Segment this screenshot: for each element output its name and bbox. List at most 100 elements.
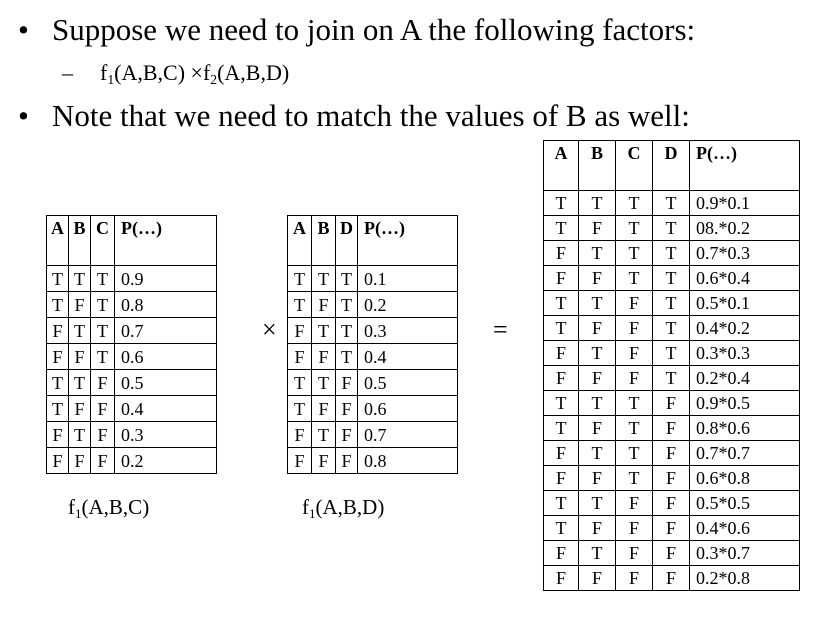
truth-value-cell: F	[543, 240, 579, 266]
probability-cell: 0.4*0.6	[689, 515, 800, 541]
truth-value-cell: F	[615, 540, 653, 566]
truth-value-cell: T	[68, 421, 91, 448]
column-header: D	[335, 215, 358, 266]
probability-cell: 0.2	[114, 447, 217, 474]
truth-value-cell: T	[90, 291, 115, 318]
column-header: B	[311, 215, 336, 266]
truth-value-cell: T	[615, 215, 653, 241]
truth-value-cell: F	[578, 215, 616, 241]
truth-value-cell: T	[652, 340, 690, 366]
truth-value-cell: T	[287, 369, 312, 396]
probability-cell: 0.6	[114, 343, 217, 370]
truth-value-cell: F	[578, 265, 616, 291]
probability-cell: 0.2	[357, 291, 458, 318]
bullet-2-text: Note that we need to match the values of…	[52, 98, 690, 133]
truth-value-cell: F	[287, 343, 312, 370]
truth-value-cell: F	[543, 440, 579, 466]
truth-value-cell: F	[46, 447, 69, 474]
truth-value-cell: T	[578, 490, 616, 516]
truth-value-cell: F	[652, 515, 690, 541]
truth-value-cell: T	[311, 317, 336, 344]
truth-value-cell: T	[335, 291, 358, 318]
truth-value-cell: T	[311, 369, 336, 396]
sub-bullet: –f1(A,B,C) ×f2(A,B,D)	[62, 60, 289, 86]
factor-f1-name: f	[100, 60, 108, 85]
truth-value-cell: T	[90, 317, 115, 344]
truth-value-cell: T	[615, 415, 653, 441]
probability-cell: 0.3*0.7	[689, 540, 800, 566]
probability-cell: 0.7*0.7	[689, 440, 800, 466]
truth-value-cell: F	[652, 390, 690, 416]
factor-f1-sub: 1	[107, 72, 115, 87]
caption-f1-sub: 1	[75, 506, 82, 521]
truth-value-cell: T	[335, 343, 358, 370]
truth-value-cell: T	[578, 340, 616, 366]
truth-value-cell: T	[311, 265, 336, 292]
truth-value-cell: F	[335, 447, 358, 474]
truth-value-cell: T	[287, 291, 312, 318]
column-header: A	[543, 140, 579, 191]
caption-f2-sub: 1	[309, 506, 316, 521]
truth-value-cell: T	[46, 291, 69, 318]
truth-value-cell: T	[578, 440, 616, 466]
probability-cell: 0.7	[114, 317, 217, 344]
truth-value-cell: T	[543, 390, 579, 416]
truth-value-cell: F	[578, 315, 616, 341]
bullet-2: •Note that we need to match the values o…	[18, 98, 690, 134]
probability-cell: 0.3	[114, 421, 217, 448]
truth-value-cell: T	[578, 290, 616, 316]
truth-value-cell: T	[543, 190, 579, 216]
truth-value-cell: F	[615, 565, 653, 591]
truth-value-cell: F	[311, 395, 336, 422]
truth-value-cell: F	[311, 447, 336, 474]
truth-value-cell: F	[578, 415, 616, 441]
column-header: B	[578, 140, 616, 191]
truth-value-cell: F	[287, 421, 312, 448]
probability-cell: 0.2*0.8	[689, 565, 800, 591]
truth-value-cell: F	[335, 421, 358, 448]
truth-value-cell: F	[543, 265, 579, 291]
truth-value-cell: T	[68, 369, 91, 396]
truth-value-cell: F	[90, 447, 115, 474]
caption-f1: f1(A,B,C)	[68, 495, 149, 521]
caption-f1-name: f	[68, 495, 75, 519]
truth-value-cell: F	[68, 291, 91, 318]
truth-value-cell: T	[335, 265, 358, 292]
truth-value-cell: F	[652, 465, 690, 491]
probability-cell: 0.8	[114, 291, 217, 318]
truth-value-cell: T	[543, 315, 579, 341]
factor-f1-args: (A,B,C)	[114, 60, 186, 85]
caption-f2: f1(A,B,D)	[302, 495, 384, 521]
truth-value-cell: T	[652, 190, 690, 216]
truth-value-cell: T	[287, 265, 312, 292]
probability-cell: 0.7	[357, 421, 458, 448]
probability-cell: 0.4	[114, 395, 217, 422]
truth-value-cell: T	[578, 540, 616, 566]
column-header: A	[46, 215, 69, 266]
truth-value-cell: F	[311, 343, 336, 370]
truth-value-cell: T	[543, 215, 579, 241]
truth-value-cell: T	[543, 490, 579, 516]
truth-value-cell: T	[615, 240, 653, 266]
